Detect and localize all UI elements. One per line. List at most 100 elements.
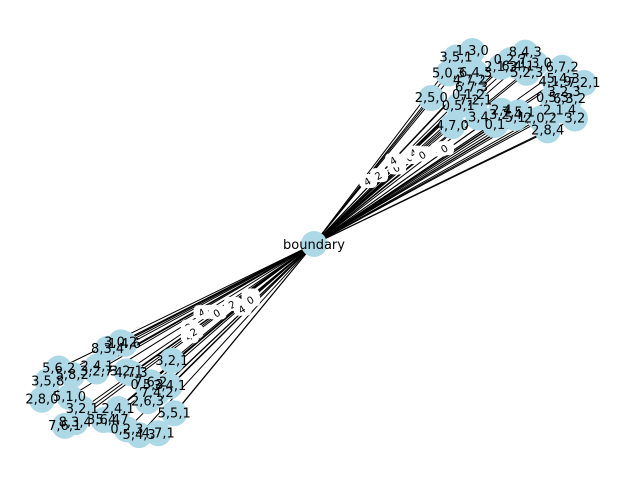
lower-cluster-node-label: 5,5,1 [158, 406, 191, 421]
lower-cluster-node-label: 0,5,3 [130, 378, 163, 393]
center-node[interactable]: boundary [283, 231, 345, 257]
center-node-circle [301, 231, 327, 257]
upper-cluster-node-label: 2,5,0 [415, 91, 448, 106]
lower-edge-label: 2 [185, 324, 204, 339]
upper-cluster-node-circle[interactable] [459, 38, 486, 64]
lower-edge-label: 0 [208, 305, 227, 320]
upper-cluster-node-label: 0,2,7 [494, 53, 527, 68]
lower-cluster-node-label: 5,6,2 [42, 362, 75, 377]
lower-cluster-node-circle[interactable] [90, 407, 117, 433]
upper-cluster-node-circle[interactable] [571, 70, 597, 96]
lower-cluster-node-label: 5,4,3 [123, 428, 156, 443]
lower-cluster-node-label: 3,0,2 [104, 335, 137, 350]
upper-cluster-node-label: 2,0,2 [524, 112, 557, 127]
upper-cluster-node-label: 2,4 [491, 104, 512, 119]
lower-cluster-node-circle[interactable] [111, 330, 138, 357]
lower-cluster-node-label: 7,4,2 [141, 386, 174, 401]
upper-cluster-node-label: 7,2,1 [459, 94, 492, 109]
upper-edge-label: 0 [414, 147, 433, 163]
upper-edge-label: 2 [370, 168, 389, 183]
lower-cluster-node-circle[interactable] [145, 420, 172, 447]
lower-cluster-node-circle[interactable] [134, 372, 160, 398]
upper-cluster-node-label: 3,2 [565, 112, 586, 127]
lower-cluster-node-label: 3,2,1 [155, 354, 188, 369]
upper-edge-label-text: 4 [409, 148, 420, 161]
lower-cluster-node-label: 8,3,4 [59, 415, 92, 430]
lower-cluster-node-label: 7,6,1 [48, 419, 81, 434]
upper-cluster-node-circle[interactable] [522, 50, 549, 77]
upper-cluster-node-label: 6,4,3 [459, 66, 492, 81]
upper-cluster-node-label: 6,4,1 [501, 60, 534, 75]
upper-cluster-node-label: 6,7,3 [455, 80, 488, 95]
lower-edge [120, 243, 315, 343]
lower-cluster-node-circle[interactable] [156, 373, 183, 400]
lower-cluster-node-circle[interactable] [158, 347, 185, 374]
upper-edge [313, 129, 548, 245]
upper-cluster-node-label: 7,5,1 [502, 105, 535, 120]
lower-cluster-node-label: 4,7,1 [142, 426, 175, 441]
upper-cluster-node-label: 8,4,3 [509, 46, 542, 61]
upper-cluster-node-circle[interactable] [488, 97, 515, 124]
lower-edge-label-text: 4 [197, 307, 208, 320]
upper-cluster-node-label: 0,1 [485, 118, 506, 133]
lower-cluster-node-label: 2,4,1 [102, 402, 135, 417]
lower-cluster-node-circle[interactable] [51, 412, 78, 439]
upper-cluster-node-circle[interactable] [551, 78, 578, 105]
upper-edge-label-bg [370, 168, 389, 183]
lower-cluster-node-label: 3,4,1 [153, 379, 186, 394]
upper-cluster-node-label: 5,4,3 [547, 72, 580, 87]
upper-cluster-node-label: 3,5,1 [439, 51, 472, 66]
upper-edge-label-text: 4 [388, 155, 399, 168]
lower-edge [124, 243, 315, 345]
upper-cluster-node-label: 2,1,3 [484, 60, 517, 75]
upper-cluster-node-label: 3,4 [468, 111, 489, 126]
upper-cluster-node-label: 4,1,9 [539, 75, 572, 90]
upper-cluster-node-label: 5,0,3 [432, 67, 465, 82]
lower-cluster-node-circle[interactable] [83, 358, 110, 385]
upper-edge-label: 0 [436, 141, 455, 156]
lower-cluster-node-label: 3,2,7 [80, 365, 113, 380]
lower-cluster-node-label: 0,2,3 [110, 422, 143, 437]
lower-cluster-node-circle[interactable] [161, 400, 188, 427]
upper-cluster-node-label: 3,2,3 [548, 85, 581, 100]
lower-cluster-node-label: 5,8,2 [56, 368, 89, 383]
upper-cluster-node-label: 1,3,0 [519, 57, 552, 72]
lower-edge-label-bg [185, 324, 204, 339]
upper-edge-label-text: 2 [373, 170, 384, 183]
upper-cluster-node-label: 3,2,4 [489, 108, 522, 123]
upper-cluster-node-label: 2,8,4 [531, 123, 564, 138]
upper-cluster-node-label: 0,5,1 [442, 99, 475, 114]
upper-cluster-node-circle[interactable] [534, 117, 561, 144]
upper-cluster-node-label: 0,1,2 [452, 88, 485, 103]
lower-cluster-node-label: 4,7,3 [115, 366, 148, 381]
lower-cluster-node-label: 3,5,8 [31, 374, 64, 389]
graph-nodes: 6,3,20,5,32,1,43,22,0,22,8,47,5,15,13,2,… [25, 38, 601, 449]
upper-cluster-node-label: 4,7,0 [436, 119, 469, 134]
upper-cluster-node-label: 6,7,2 [546, 61, 579, 76]
lower-cluster-node-label: 1,4,6 [108, 337, 141, 352]
upper-cluster-node-circle[interactable] [418, 85, 445, 111]
lower-edge-label-text: 2 [227, 299, 238, 312]
upper-edge-label-text: 0 [439, 143, 450, 156]
lower-cluster-node-label: 5,4,7 [96, 413, 129, 428]
lower-cluster-node-label: 3,2,1 [66, 402, 99, 417]
lower-cluster-node-label: 3,6,4 [87, 413, 120, 428]
upper-cluster-node-label: 5,1 [505, 111, 526, 126]
lower-edge-label: 0 [242, 292, 261, 307]
lower-cluster-node-circle[interactable] [56, 384, 83, 410]
lower-cluster-node-label: 3,2,1 [110, 364, 143, 379]
lower-cluster-node-label: 2,6,3 [131, 394, 164, 409]
upper-cluster-node-circle[interactable] [439, 113, 466, 140]
upper-cluster-node-label: 5,2,3 [510, 66, 543, 81]
center-node-label: boundary [283, 238, 345, 253]
upper-edge-label-bg [385, 153, 403, 168]
lower-cluster-node-circle[interactable] [45, 355, 72, 382]
upper-cluster-node-circle[interactable] [462, 59, 489, 86]
upper-edge-label: 4 [385, 153, 403, 168]
upper-edge-label-bg [436, 141, 455, 156]
graph-edge-labels: 42040420404224202420 [180, 141, 455, 344]
lower-cluster-node-label: 5,1,0 [53, 390, 86, 405]
upper-cluster-node-circle[interactable] [561, 105, 588, 132]
lower-edge-label-bg [242, 292, 261, 307]
